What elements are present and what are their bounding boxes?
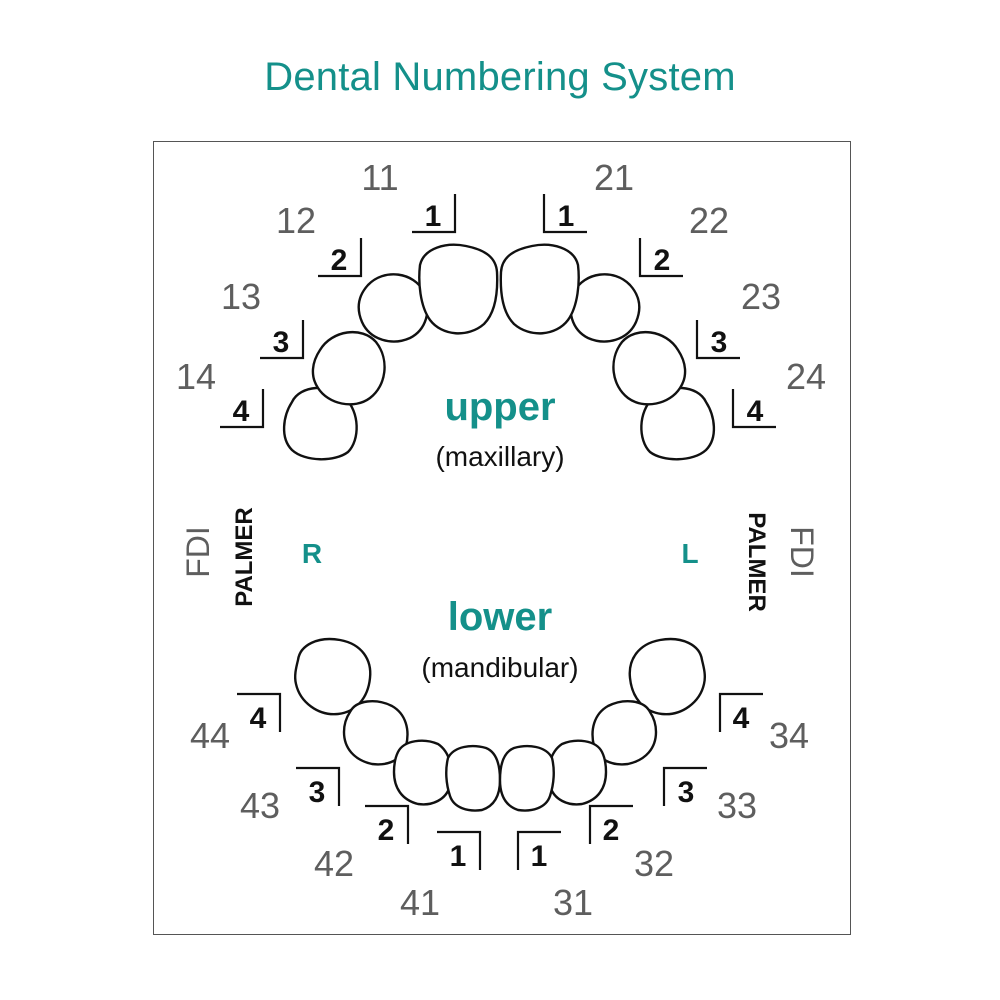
upper-jaw-label: upper (444, 385, 555, 429)
palmer-brackets-upper-right (220, 194, 457, 429)
palmer-label-13: 3 (273, 326, 290, 359)
fdi-label-31: 31 (553, 882, 593, 923)
fdi-label-41: 41 (400, 882, 440, 923)
fdi-label-44: 44 (190, 715, 230, 756)
fdi-labels: 11 12 13 14 21 22 23 24 31 32 33 34 41 4… (176, 157, 826, 923)
fdi-label-33: 33 (717, 785, 757, 826)
palmer-system-label-right: PALMER (743, 512, 770, 612)
tooth-21 (499, 243, 580, 335)
palmer-label-42: 2 (378, 814, 395, 847)
fdi-label-12: 12 (276, 200, 316, 241)
fdi-label-23: 23 (741, 276, 781, 317)
lower-arch (293, 637, 707, 812)
fdi-label-32: 32 (634, 843, 674, 884)
palmer-label-34: 4 (733, 702, 750, 735)
fdi-label-14: 14 (176, 356, 216, 397)
palmer-label-44: 4 (250, 702, 267, 735)
fdi-label-21: 21 (594, 157, 634, 198)
fdi-label-24: 24 (786, 356, 826, 397)
palmer-label-22: 2 (654, 244, 671, 277)
lower-jaw-sublabel: (mandibular) (421, 652, 578, 683)
fdi-label-43: 43 (240, 785, 280, 826)
tooth-33 (591, 700, 658, 766)
palmer-label-23: 3 (711, 326, 728, 359)
fdi-system-label-right: FDI (784, 526, 820, 578)
tooth-23 (612, 330, 687, 406)
palmer-label-41: 1 (450, 840, 467, 873)
palmer-label-33: 3 (678, 776, 695, 809)
palmer-brackets-upper-left (542, 194, 776, 429)
fdi-label-42: 42 (314, 843, 354, 884)
palmer-label-31: 1 (531, 840, 548, 873)
palmer-labels: 1 2 3 4 1 2 3 4 1 2 3 4 1 2 3 4 (233, 200, 764, 873)
left-side-label: L (681, 538, 698, 569)
lower-jaw-label: lower (448, 595, 552, 639)
palmer-label-24: 4 (747, 395, 764, 428)
right-side-label: R (302, 538, 322, 569)
tooth-12 (357, 273, 429, 343)
tooth-31 (498, 744, 555, 812)
palmer-brackets-lower-right (237, 692, 482, 870)
chart-frame (153, 141, 851, 935)
tooth-22 (569, 273, 641, 343)
tooth-42 (392, 739, 453, 806)
fdi-label-22: 22 (689, 200, 729, 241)
palmer-label-21: 1 (558, 200, 575, 233)
palmer-label-32: 2 (603, 814, 620, 847)
palmer-brackets-lower-left (516, 692, 763, 870)
tooth-41 (445, 744, 502, 812)
tooth-43 (342, 700, 409, 766)
upper-jaw-sublabel: (maxillary) (435, 441, 564, 472)
palmer-system-label-left: PALMER (231, 507, 258, 607)
fdi-system-label-left: FDI (180, 526, 216, 578)
tooth-32 (547, 739, 608, 806)
palmer-label-11: 1 (425, 200, 442, 233)
fdi-label-34: 34 (769, 715, 809, 756)
page-title: Dental Numbering System (264, 55, 736, 99)
palmer-label-43: 3 (309, 776, 326, 809)
tooth-11 (418, 243, 499, 335)
palmer-label-14: 4 (233, 395, 250, 428)
fdi-label-13: 13 (221, 276, 261, 317)
fdi-label-11: 11 (361, 157, 398, 198)
tooth-13 (311, 330, 386, 406)
upper-arch (282, 243, 716, 461)
palmer-label-12: 2 (331, 244, 348, 277)
